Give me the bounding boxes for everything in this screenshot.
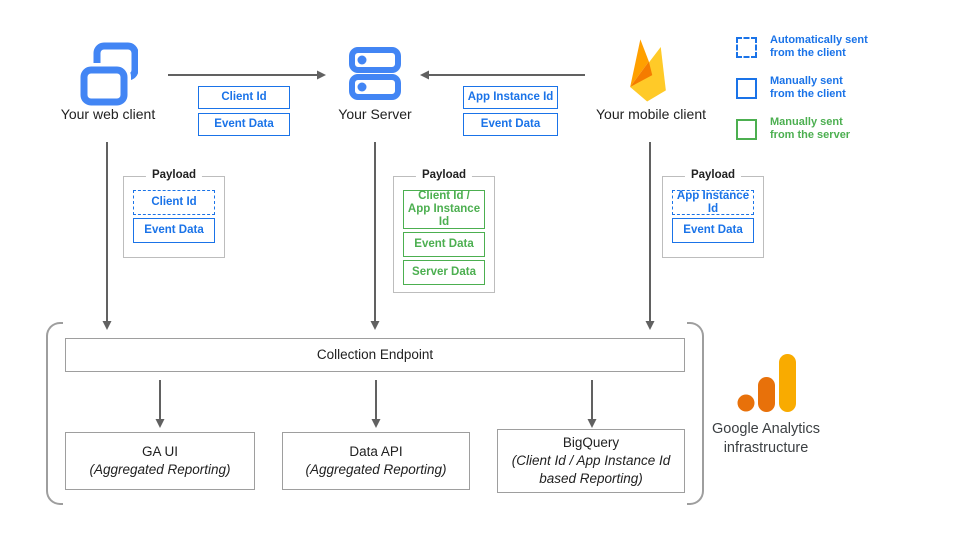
payload-title: Payload xyxy=(415,169,473,181)
legend-label: Automatically sent from the client xyxy=(770,34,868,59)
payload-title: Payload xyxy=(145,169,203,181)
payload-client-id-box: Client Id xyxy=(133,190,215,215)
ga-infrastructure-label: Google Analytics infrastructure xyxy=(711,421,820,456)
flow-mobile-to-server-labels: App Instance Id Event Data xyxy=(463,86,558,136)
dashed-blue-swatch-icon xyxy=(736,36,757,58)
legend-item-manual-client: Manually sent from the client xyxy=(736,75,916,101)
solid-green-swatch-icon xyxy=(736,118,757,140)
flow-app-instance-id-box: App Instance Id xyxy=(463,86,558,109)
bigquery-subtitle: (Client Id / App Instance Id based Repor… xyxy=(511,453,671,486)
ga-ui-title: GA UI xyxy=(141,444,178,459)
payload-event-data-box: Event Data xyxy=(672,218,754,243)
payload-client-or-app-id-box: Client Id / App Instance Id xyxy=(403,190,485,229)
data-api-title: Data API xyxy=(349,444,403,459)
legend-label: Manually sent from the server xyxy=(770,116,851,141)
data-api-subtitle: (Aggregated Reporting) xyxy=(305,462,447,477)
firebase-icon xyxy=(617,36,679,104)
ga-ui-subtitle: (Aggregated Reporting) xyxy=(89,462,231,477)
payload-server: Payload Client Id / App Instance Id Even… xyxy=(393,169,495,293)
collection-endpoint-label: Collection Endpoint xyxy=(316,347,434,362)
payload-event-data-box: Event Data xyxy=(133,218,215,243)
google-analytics-icon xyxy=(735,350,799,416)
web-client-label: Your web client xyxy=(60,106,156,122)
flow-event-data-box: Event Data xyxy=(463,113,558,136)
payload-web: Payload Client Id Event Data xyxy=(123,169,225,258)
data-api-box: Data API (Aggregated Reporting) xyxy=(282,432,470,490)
web-client-icon xyxy=(78,40,138,106)
collection-endpoint-box: Collection Endpoint xyxy=(65,338,685,372)
payload-mobile: Payload App Instance Id Event Data xyxy=(662,169,764,258)
legend: Automatically sent from the client Manua… xyxy=(736,34,916,157)
legend-item-manual-server: Manually sent from the server xyxy=(736,116,916,142)
flow-event-data-box: Event Data xyxy=(198,113,290,136)
bigquery-box: BigQuery (Client Id / App Instance Id ba… xyxy=(497,429,685,493)
flow-web-to-server-labels: Client Id Event Data xyxy=(198,86,290,136)
mobile-client-label: Your mobile client xyxy=(596,106,706,122)
bigquery-title: BigQuery xyxy=(562,435,620,450)
legend-label: Manually sent from the client xyxy=(770,75,846,100)
bracket-right xyxy=(687,322,704,505)
flow-client-id-box: Client Id xyxy=(198,86,290,109)
payload-app-instance-id-box: App Instance Id xyxy=(672,190,754,215)
bracket-left xyxy=(46,322,63,505)
solid-blue-swatch-icon xyxy=(736,77,757,99)
payload-title: Payload xyxy=(684,169,742,181)
payload-server-data-box: Server Data xyxy=(403,260,485,285)
server-label: Your Server xyxy=(338,106,412,122)
payload-event-data-box: Event Data xyxy=(403,232,485,257)
server-icon xyxy=(348,46,402,102)
ga-ui-box: GA UI (Aggregated Reporting) xyxy=(65,432,255,490)
legend-item-auto-client: Automatically sent from the client xyxy=(736,34,916,60)
